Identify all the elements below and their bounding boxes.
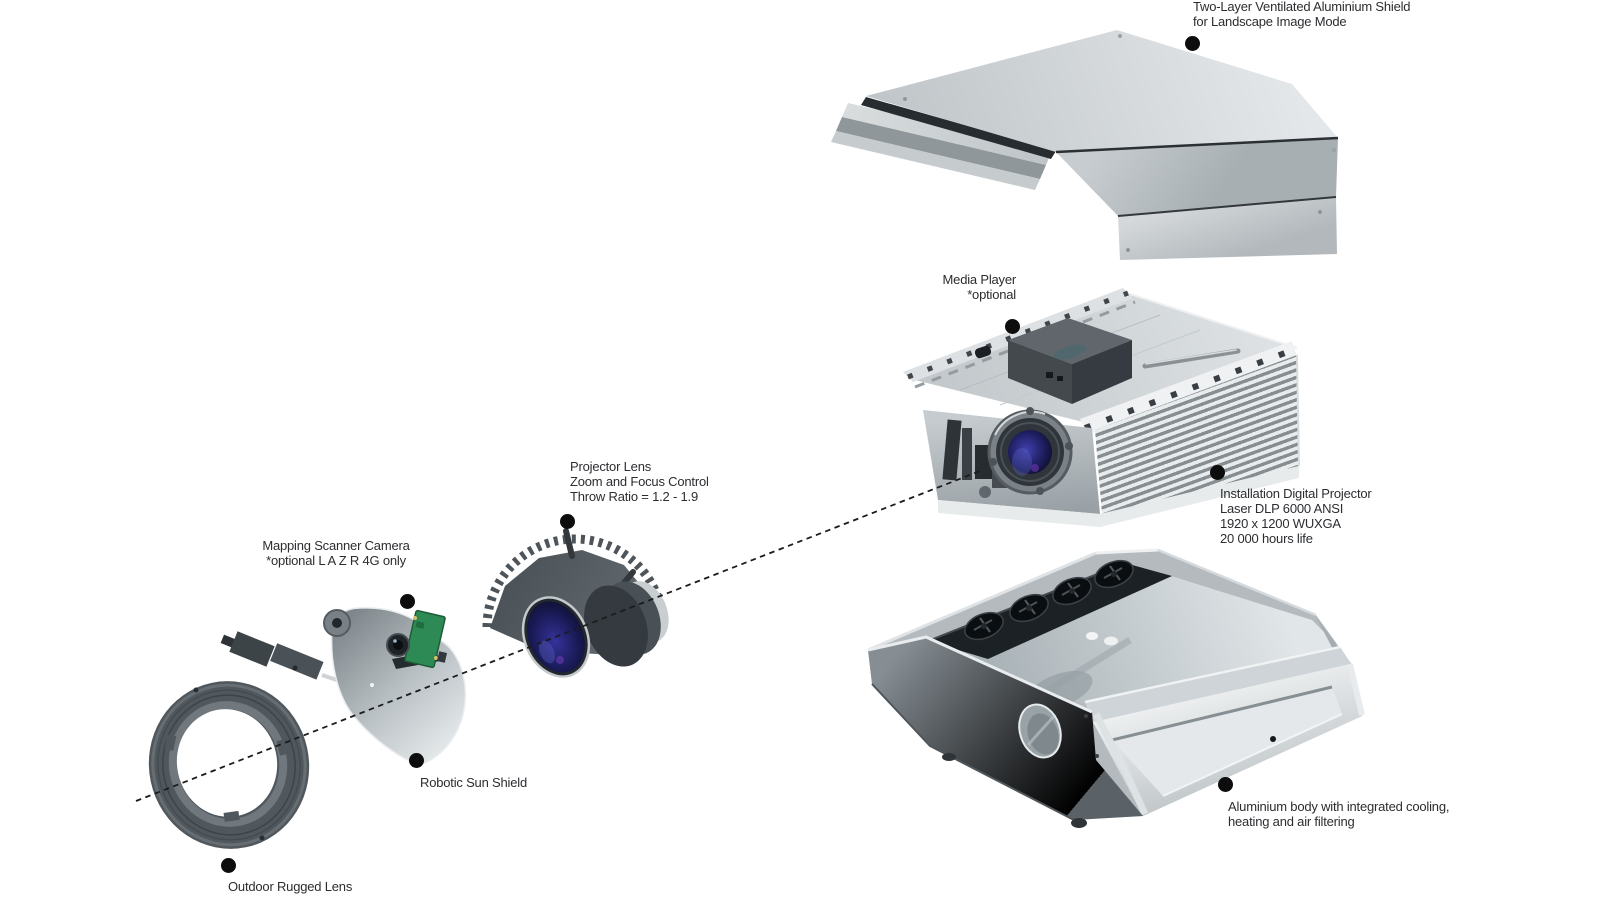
cooling-fans (927, 559, 1172, 659)
fan (1052, 576, 1092, 606)
projector-left-rail (903, 288, 1133, 382)
label-media-player: Media Player *optional (942, 272, 1017, 302)
marker-shield (1185, 36, 1200, 51)
shield-blade (330, 607, 467, 766)
label-line: Two-Layer Ventilated Aluminium Shield (1193, 0, 1411, 14)
label-line: Outdoor Rugged Lens (228, 879, 353, 894)
aluminium-body-illustration (867, 548, 1365, 828)
ring-aperture (176, 709, 278, 817)
marker-projector (1210, 465, 1225, 480)
marker-lens (560, 514, 575, 529)
label-sun-shield: Robotic Sun Shield (420, 775, 527, 790)
label-projector: Installation Digital Projector Laser DLP… (1220, 486, 1372, 546)
label-lens: Projector Lens Zoom and Focus Control Th… (570, 459, 709, 504)
aluminium-shield-illustration (831, 30, 1339, 260)
projector-unit-illustration (903, 288, 1300, 527)
projector-lens-front (987, 407, 1073, 495)
label-line: *optional (967, 287, 1016, 302)
handle-rod (1142, 348, 1241, 369)
label-camera: Mapping Scanner Camera *optional L A Z R… (236, 538, 436, 568)
sun-shield-camera-illustration (220, 607, 467, 766)
vent-grille (1095, 355, 1299, 514)
label-line: Media Player (942, 272, 1017, 287)
label-line: Throw Ratio = 1.2 - 1.9 (570, 489, 698, 504)
marker-rugged-lens (221, 858, 236, 873)
zoom-lever (563, 528, 575, 559)
label-line: 20 000 hours life (1220, 531, 1313, 546)
label-line: Aluminium body with integrated cooling, (1228, 799, 1450, 814)
marker-sun-shield (409, 753, 424, 768)
label-line: Robotic Sun Shield (420, 775, 527, 790)
front-left-panel (867, 635, 1143, 821)
label-line: for Landscape Image Mode (1193, 14, 1347, 29)
label-body: Aluminium body with integrated cooling, … (1228, 799, 1449, 829)
label-line: Installation Digital Projector (1220, 486, 1372, 501)
projector-lens-illustration (482, 528, 669, 678)
marker-media-player (1005, 319, 1020, 334)
marker-camera (400, 594, 415, 609)
fan (1094, 559, 1134, 589)
rugged-lens-illustration (148, 681, 310, 849)
label-line: Mapping Scanner Camera (262, 538, 410, 553)
label-line: Zoom and Focus Control (570, 474, 709, 489)
scanner-camera-pcb (386, 609, 448, 669)
marker-body (1218, 777, 1233, 792)
label-line: 1920 x 1200 WUXGA (1220, 516, 1341, 531)
optical-axis-dashed-line (135, 470, 981, 802)
media-player-illustration (1008, 318, 1132, 404)
lens-glass (1008, 430, 1052, 474)
label-shield: Two-Layer Ventilated Aluminium Shield fo… (1193, 0, 1411, 29)
label-line: Laser DLP 6000 ANSI (1220, 501, 1344, 516)
media-player-badge (1053, 344, 1087, 360)
fan (964, 611, 1004, 641)
label-rugged-lens: Outdoor Rugged Lens (228, 879, 352, 894)
fan (1009, 593, 1049, 623)
label-line: Projector Lens (570, 459, 652, 474)
label-line: *optional L A Z R 4G only (266, 553, 406, 568)
label-line: heating and air filtering (1228, 814, 1355, 829)
